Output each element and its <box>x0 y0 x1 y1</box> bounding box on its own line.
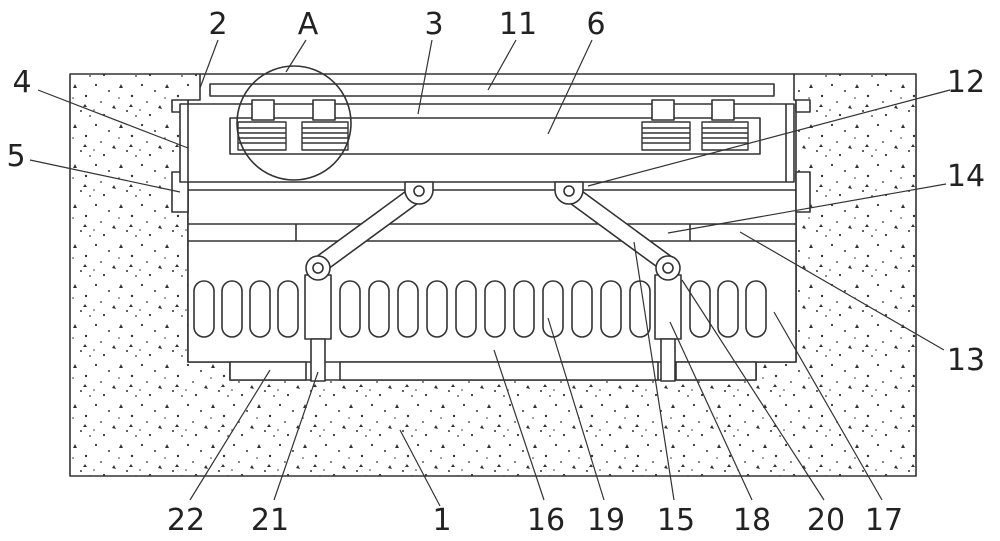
label-3: 3 <box>424 7 443 42</box>
spring-coil <box>455 280 477 338</box>
label-18: 18 <box>733 503 771 538</box>
top-rail <box>209 83 775 97</box>
guide-plate-left <box>229 361 307 381</box>
label-13: 13 <box>947 343 985 378</box>
label-16: 16 <box>527 503 565 538</box>
spring-coil <box>339 280 361 338</box>
spring-stack-right <box>641 121 749 151</box>
spring-coil <box>193 280 215 338</box>
spring-coil <box>249 280 271 338</box>
spring-stack-left <box>237 121 349 151</box>
spring-coil <box>221 280 243 338</box>
detail-circle-a <box>236 65 352 181</box>
spring-coil <box>600 280 622 338</box>
bracket-right-top <box>795 99 811 113</box>
spring-coil <box>426 280 448 338</box>
guide-plate-right <box>675 361 757 381</box>
spring-coil <box>397 280 419 338</box>
leader-lines <box>29 39 951 507</box>
label-15: 15 <box>657 503 695 538</box>
label-12: 12 <box>947 65 985 100</box>
guide-plate-mid <box>339 361 659 381</box>
spring-coil <box>368 280 390 338</box>
label-11: 11 <box>499 7 537 42</box>
label-20: 20 <box>807 503 845 538</box>
label-14: 14 <box>947 159 985 194</box>
label-a: A <box>298 7 319 42</box>
spring-coil <box>277 280 299 338</box>
spring-coil <box>745 280 767 338</box>
label-4: 4 <box>12 65 31 100</box>
slider-left[interactable] <box>304 274 332 340</box>
spring-coil <box>542 280 564 338</box>
label-17: 17 <box>865 503 903 538</box>
spring-coil <box>484 280 506 338</box>
label-21: 21 <box>251 503 289 538</box>
spring-coil <box>717 280 739 338</box>
label-1: 1 <box>432 503 451 538</box>
label-19: 19 <box>587 503 625 538</box>
label-2: 2 <box>208 7 227 42</box>
corrugated-spring[interactable] <box>193 280 767 338</box>
label-6: 6 <box>586 7 605 42</box>
spring-coil <box>571 280 593 338</box>
inner-plate <box>229 117 761 155</box>
bracket-right-bottom <box>795 171 811 213</box>
slider-right[interactable] <box>654 274 682 340</box>
label-22: 22 <box>167 503 205 538</box>
label-5: 5 <box>6 139 25 174</box>
part-labels: 2 A 3 11 6 4 12 5 14 13 22 21 1 16 19 15… <box>6 7 985 538</box>
spring-coil <box>513 280 535 338</box>
spring-coil <box>689 280 711 338</box>
